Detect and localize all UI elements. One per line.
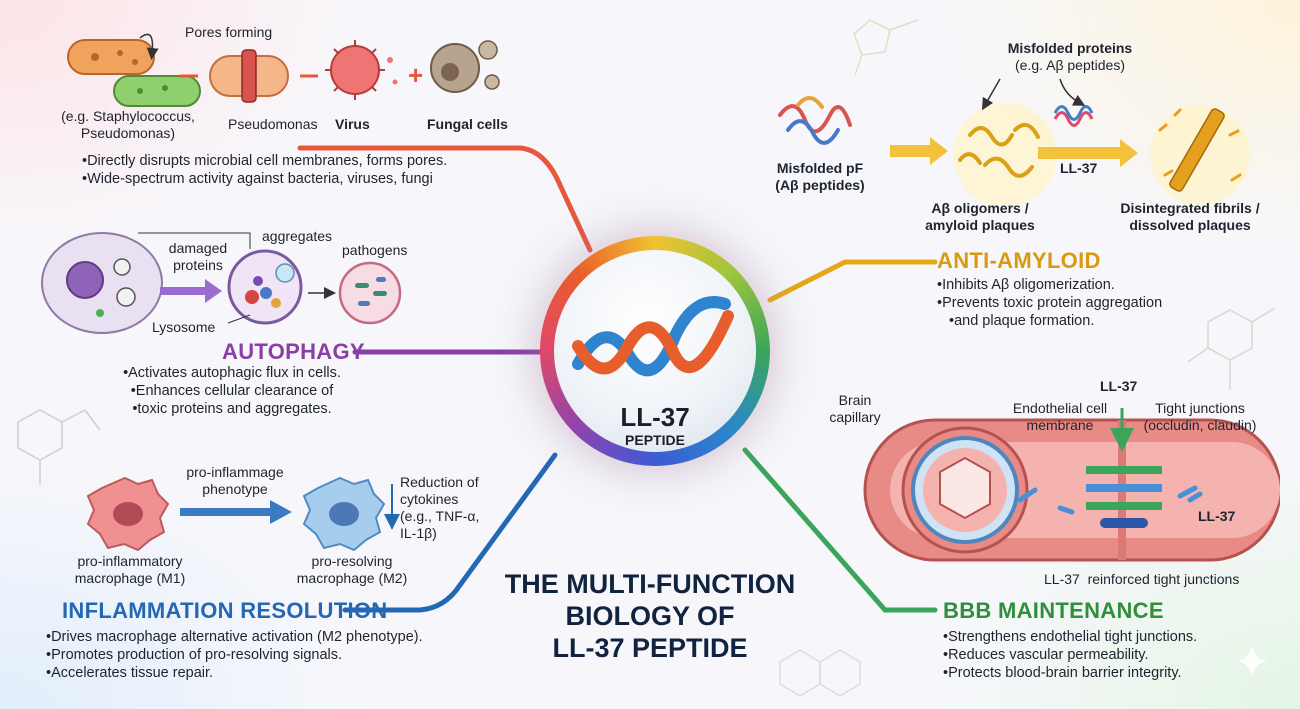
autophagy-bullets: Activates autophagic flux in cells. Enha… [82, 364, 382, 418]
hub-title: LL-37 [620, 402, 690, 432]
connector-inflammation [342, 452, 558, 613]
molecule-sketch-icon [853, 19, 919, 76]
label-m2: pro-resolving macrophage (M2) [296, 553, 408, 586]
disintegrated-fibril-icon [1158, 108, 1242, 192]
label-pathogens: pathogens [342, 242, 408, 258]
anti-amyloid-bullets: Inhibits Aβ oligomerization. Prevents to… [937, 276, 1162, 330]
arrow-icon [160, 279, 222, 303]
oligomer-icon [958, 122, 1040, 178]
arrow-icon [1038, 139, 1138, 167]
anti-amyloid-illustration [778, 78, 1250, 205]
bullet-item: Drives macrophage alternative activation… [46, 628, 423, 646]
svg-text:+: + [408, 60, 423, 90]
fungal-cell-icon [430, 40, 500, 93]
label-ll37-bbb-top: LL-37 [1100, 378, 1138, 394]
bacterium-icon [67, 39, 155, 75]
label-oligomers: Aβ oligomers / amyloid plaques [925, 200, 1035, 233]
bbb-heading: BBB MAINTENANCE [943, 598, 1164, 623]
main-title: THE MULTI-FUNCTION BIOLOGY OF LL-37 PEPT… [504, 569, 796, 663]
ll37-helix-icon [572, 296, 734, 377]
autophagosome-icon [227, 249, 303, 325]
label-misfolded-proteins: Misfolded proteins (e.g. Aβ peptides) [1007, 40, 1133, 73]
label-fungal-cells: Fungal cells [427, 116, 508, 132]
bullet-item: Inhibits Aβ oligomerization. [937, 276, 1162, 294]
bullet-item: Wide-spectrum activity against bacteria,… [82, 170, 447, 188]
inflammation-heading: INFLAMMATION RESOLUTION [62, 598, 388, 623]
inflammation-bullets: Drives macrophage alternative activation… [46, 628, 423, 682]
label-lysosome: Lysosome [152, 319, 216, 335]
label-aggregates: aggregates [262, 228, 333, 244]
arrow-icon [890, 137, 948, 165]
label-cytokine-reduction: Reduction of cytokines (e.g., TNF-α, IL-… [400, 474, 480, 541]
label-ll37-amyloid: LL-37 [1060, 160, 1098, 176]
bullet-item: Directly disrupts microbial cell membran… [82, 152, 447, 170]
label-misfolded-pf: Misfolded pF (Aβ peptides) [775, 160, 865, 193]
label-endothelial-membrane: Endothelial cell membrane [1012, 400, 1108, 433]
label-pseudomonas: Pseudomonas [228, 116, 318, 132]
molecule-sketch-icon [779, 649, 861, 697]
bullet-item: Activates autophagic flux in cells. [82, 364, 382, 382]
label-virus: Virus [335, 116, 370, 132]
bullet-item: Promotes production of pro-resolving sig… [46, 646, 423, 664]
anti-amyloid-heading: ANTI-AMYLOID [937, 248, 1101, 273]
autophagy-heading: AUTOPHAGY [222, 339, 365, 364]
sparkle-icon [1236, 645, 1268, 677]
tight-junction-icon [1086, 466, 1162, 528]
bullet-item: Reduces vascular permeability. [943, 646, 1197, 664]
label-ll37-bbb-right: LL-37 [1198, 508, 1236, 524]
macrophage-m1-icon [86, 476, 170, 552]
label-fibrils: Disintegrated fibrils / dissolved plaque… [1120, 200, 1260, 233]
pathogen-vesicle-icon [338, 261, 402, 325]
label-phenotype: pro-inflammage phenotype [186, 464, 284, 497]
arrow-icon [180, 500, 292, 524]
bullet-item: Enhances cellular clearance of [82, 382, 382, 400]
bbb-capillary-illustration [863, 408, 1280, 562]
ll37-helix-icon [1053, 105, 1094, 127]
bbb-bullets: Strengthens endothelial tight junctions.… [943, 628, 1197, 682]
label-reinforced-junctions: LL-37 reinforced tight junctions [1044, 571, 1240, 587]
bullet-item: Strengthens endothelial tight junctions. [943, 628, 1197, 646]
autophagy-illustration [41, 232, 402, 334]
connector-bbb [742, 447, 938, 613]
label-brain-capillary: Brain capillary [829, 392, 881, 425]
ll37-fragment-icon [1017, 485, 1203, 515]
label-damaged-proteins: damaged proteins [168, 240, 228, 273]
bullet-item: Protects blood-brain barrier integrity. [943, 664, 1197, 682]
bullet-item: Prevents toxic protein aggregation [937, 294, 1162, 312]
antimicrobial-illustration: + [67, 33, 500, 107]
antimicrobial-bullets: Directly disrupts microbial cell membran… [82, 152, 447, 188]
molecule-sketch-icon [1187, 307, 1276, 390]
label-bacteria-examples: (e.g. Staphylococcus, Pseudomonas) [61, 108, 195, 141]
connector-anti-amyloid [767, 259, 938, 303]
bullet-item: and plaque formation. [937, 312, 1162, 330]
misfolded-protein-icon [778, 96, 852, 145]
connector-antimicrobial [297, 145, 593, 253]
label-tight-junctions: Tight junctions (occludin, claudin) [1143, 400, 1257, 433]
label-m1: pro-inflammatory macrophage (M1) [74, 553, 186, 586]
bacterium-icon [113, 75, 201, 107]
bullet-item: Accelerates tissue repair. [46, 664, 423, 682]
virus-icon [325, 40, 398, 100]
inflammation-illustration [86, 476, 400, 552]
label-pores-forming: Pores forming [185, 24, 273, 40]
ll37-hub: LL-37 PEPTIDE [540, 236, 770, 466]
bullet-item: toxic proteins and aggregates. [82, 400, 382, 418]
macrophage-m2-icon [302, 476, 386, 552]
hub-subtitle: PEPTIDE [625, 432, 685, 448]
